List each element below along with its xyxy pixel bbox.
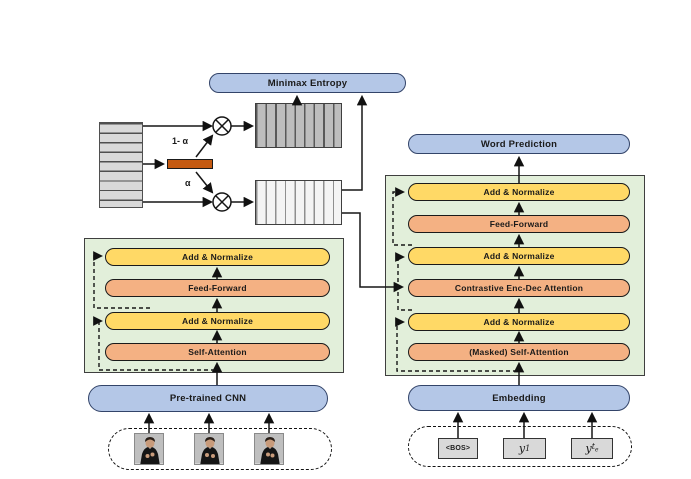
signer-frame-image: [134, 433, 164, 465]
embedding-label: Embedding: [492, 392, 546, 404]
signer-frame-image: [254, 433, 284, 465]
token-base: y: [518, 442, 526, 455]
layer-label: Add & Normalize: [181, 252, 253, 262]
embedding-box: Embedding: [408, 385, 630, 411]
decoder-layer-add-normalize-3: Add & Normalize: [408, 183, 630, 201]
layer-label: Self-Attention: [188, 347, 247, 357]
layer-label: Add & Normalize: [483, 251, 555, 261]
encoder-layer-add-normalize-2: Add & Normalize: [105, 248, 330, 266]
pretrained-cnn-box: Pre-trained CNN: [88, 385, 328, 412]
layer-label: Add & Normalize: [483, 317, 555, 327]
pretrained-cnn-label: Pre-trained CNN: [169, 393, 247, 404]
multiply-icon: [212, 192, 232, 212]
multiply-icon: [212, 116, 232, 136]
decoder-layer-contrastive-enc-dec-attention: Contrastive Enc-Dec Attention: [408, 279, 630, 297]
encoder-layer-self-attention: Self-Attention: [105, 343, 330, 361]
signer-illustration: [195, 434, 223, 464]
mixed-feature-matrix-light: [255, 180, 342, 225]
encoder-feature-stack: [99, 122, 143, 208]
alpha-label: α: [185, 178, 191, 188]
layer-label: Feed-Forward: [489, 219, 549, 229]
minimax-entropy-box: Minimax Entropy: [209, 73, 406, 93]
word-prediction-label: Word Prediction: [480, 138, 558, 150]
flow-arrows: [143, 94, 598, 438]
layer-label: Add & Normalize: [483, 187, 555, 197]
token-bos: <BOS>: [438, 438, 478, 459]
signer-illustration: [135, 434, 163, 464]
mixed-feature-matrix-dark: [255, 103, 342, 148]
signer-frame-image: [194, 433, 224, 465]
token-label: <BOS>: [445, 445, 471, 452]
encoder-layer-add-normalize-1: Add & Normalize: [105, 312, 330, 330]
residual-dashed-arrows: [93, 187, 517, 372]
layer-label: Feed-Forward: [188, 283, 247, 293]
decoder-layer-masked-self-attention: (Masked) Self-Attention: [408, 343, 630, 361]
minimax-entropy-label: Minimax Entropy: [267, 77, 348, 89]
token-subscript: te: [592, 442, 599, 454]
word-prediction-box: Word Prediction: [408, 134, 630, 154]
one-minus-alpha-label: 1- α: [172, 136, 189, 146]
decoder-layer-add-normalize-1: Add & Normalize: [408, 313, 630, 331]
decoder-layer-feed-forward: Feed-Forward: [408, 215, 630, 233]
encoder-layer-feed-forward: Feed-Forward: [105, 279, 330, 297]
layer-label: (Masked) Self-Attention: [469, 347, 569, 357]
layer-label: Contrastive Enc-Dec Attention: [454, 283, 584, 293]
token-subsub-e: e: [594, 446, 599, 454]
signer-illustration: [255, 434, 283, 464]
layer-label: Add & Normalize: [181, 316, 253, 326]
alpha-mixing-bar: [167, 159, 213, 169]
token-sub-t: t: [591, 441, 595, 451]
mixing-diagonal-arrows: [195, 134, 214, 194]
decoder-layer-add-normalize-2: Add & Normalize: [408, 247, 630, 265]
token-base: y: [585, 442, 592, 455]
